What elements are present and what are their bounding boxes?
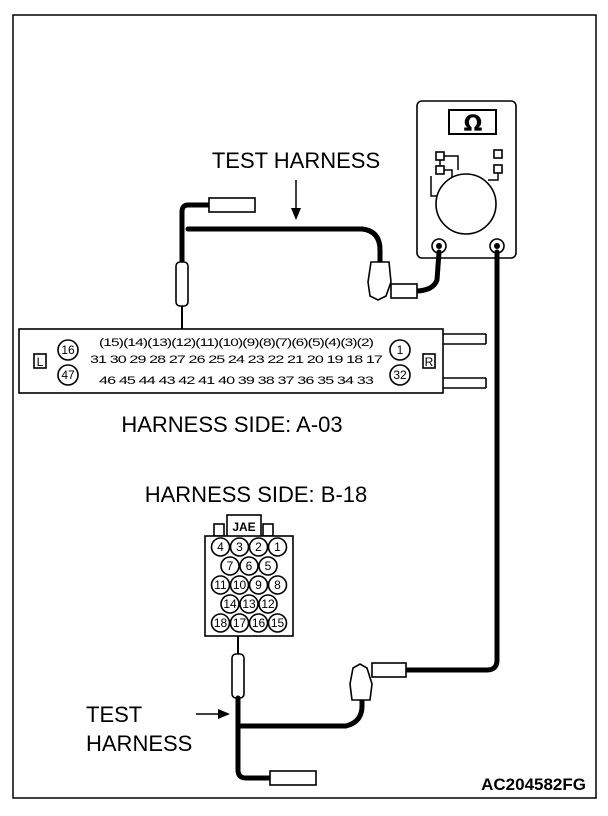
connector-b18-pin-circle (258, 556, 278, 576)
connector-b18-pin-15: 15 (271, 616, 285, 630)
test-harness-bottom-label-line1: TEST (86, 702, 142, 727)
connector-b18-pin-circle (239, 594, 259, 614)
test-lead-probe (367, 261, 392, 301)
connector-b18-pin-circle (239, 556, 259, 576)
connector-b18-pin-circle (267, 575, 288, 595)
connector-b18-pin-12: 12 (261, 597, 275, 611)
figure-code: AC204582FG (481, 775, 586, 794)
test-lead-plug-bottom (269, 770, 317, 786)
connector-b18-pin-circle (258, 594, 278, 614)
connector-b18-pin-14: 14 (223, 597, 237, 611)
connector-a03-row-3: 46 45 44 43 42 41 40 39 38 37 36 35 34 3… (99, 375, 374, 387)
test-lead-plug (208, 197, 256, 213)
connector-b18-pin-18: 18 (214, 616, 228, 630)
connector-b18-pin-4: 4 (217, 540, 224, 554)
connector-b18-pin-5: 5 (265, 559, 272, 573)
test-harness-bottom: TEST HARNESS (86, 636, 407, 786)
ohmmeter-dial (435, 173, 497, 235)
connector-b18-pin-circle (210, 537, 231, 557)
test-harness-bottom-label-line2: HARNESS (86, 731, 192, 756)
connector-b18-pin-1: 1 (274, 540, 281, 554)
connector-b18-pin-7: 7 (227, 559, 234, 573)
connector-b18-pin-circle (267, 613, 288, 633)
connector-a03-row-1: (15)(14)(13)(12)(11)(10)(9)(8)(7)(6)(5)(… (99, 337, 373, 349)
connector-b18-pin-circle (248, 613, 269, 633)
connector-b18-pin-circle (267, 537, 288, 557)
connector-b18-pin-circle (220, 556, 240, 576)
connector-b18-pin-circle (229, 613, 250, 633)
test-harness-top: TEST HARNESS (175, 148, 500, 673)
connector-a03: L R 16 47 1 32 (15)(14)(13)(12)(11)(10)(… (18, 328, 487, 394)
ohm-icon: Ω (464, 112, 483, 137)
harness-side-b18-label: HARNESS SIDE: B-18 (145, 482, 368, 507)
ohmmeter: Ω (416, 100, 517, 259)
connector-b18-pin-11: 11 (214, 578, 227, 592)
connector-b18-pin-9: 9 (255, 578, 262, 592)
connector-b18-pin-circle (248, 575, 269, 595)
connector-a03-pin-47: 47 (61, 368, 75, 382)
connector-b18-pin-13: 13 (242, 597, 256, 611)
connector-b18-pin-10: 10 (233, 578, 247, 592)
connector-a03-left-marker: L (37, 355, 44, 369)
connector-b18-pin-circle (210, 575, 231, 595)
test-harness-top-label: TEST HARNESS (212, 148, 380, 173)
diagram-frame (12, 14, 597, 799)
test-lead-pin (175, 261, 189, 307)
test-lead-probe-bottom (349, 663, 373, 701)
connector-b18-pin-circle (229, 537, 250, 557)
connector-a03-row-2: 31 30 29 28 27 26 25 24 23 22 21 20 19 1… (90, 354, 383, 366)
connector-b18-pin-8: 8 (274, 578, 281, 592)
connector-a03-pin-1: 1 (397, 343, 404, 357)
connector-b18-pin-circle (210, 613, 231, 633)
connector-b18-pin-circle (220, 594, 240, 614)
test-lead-pin-bottom (231, 653, 245, 699)
connector-b18-pin-16: 16 (252, 616, 266, 630)
connector-b18-pin-circle (248, 537, 269, 557)
connector-b18-pin-circle (229, 575, 250, 595)
connector-a03-pin-32: 32 (393, 368, 407, 382)
connector-a03-right-marker: R (425, 355, 434, 369)
connector-b18-pin-3: 3 (236, 540, 243, 554)
connector-b18-pin-2: 2 (255, 540, 262, 554)
connector-b18-jae-label: JAE (232, 520, 255, 534)
connector-b18-pin-17: 17 (233, 616, 247, 630)
connector-b18-pin-6: 6 (246, 559, 253, 573)
harness-side-a03-label: HARNESS SIDE: A-03 (121, 412, 342, 437)
connector-a03-pin-16: 16 (61, 343, 75, 357)
ohmmeter-display (448, 109, 497, 135)
